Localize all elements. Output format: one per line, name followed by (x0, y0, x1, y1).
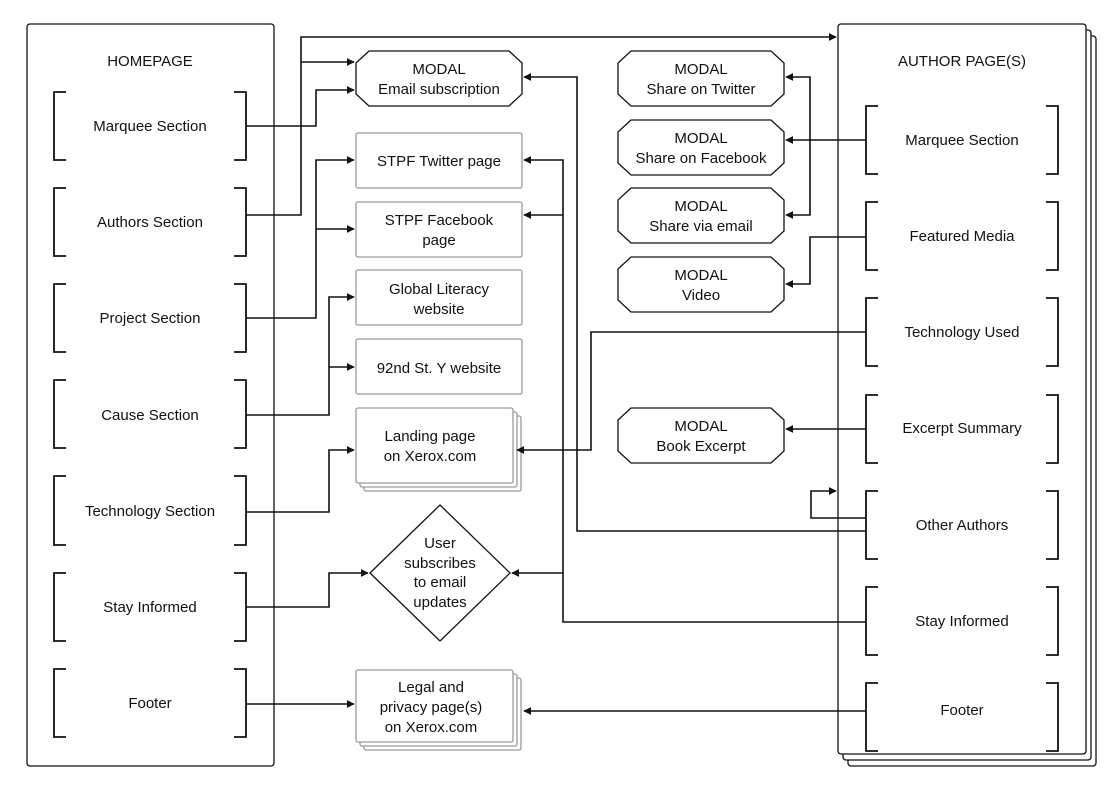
homepage-section-footer-label: Footer (128, 695, 171, 712)
homepage-section-technology: Technology Section (53, 475, 247, 546)
decision-user-subscribes: User subscribes to email updates (369, 504, 511, 642)
homepage-section-footer: Footer (53, 668, 247, 738)
author-section-technology-used-label: Technology Used (904, 324, 1019, 341)
modal-book-excerpt-line2: Book Excerpt (656, 438, 746, 455)
connector-author-technology-to-landing (516, 331, 866, 454)
connector-home-marquee-to-email-modal (246, 86, 355, 127)
author-page-title: AUTHOR PAGE(S) (898, 53, 1026, 70)
modal-share-email: MODAL Share via email (617, 187, 785, 244)
page-legal-privacy-line2: privacy page(s) (380, 699, 483, 716)
page-legal-privacy-line1: Legal and (398, 679, 464, 696)
homepage-section-marquee-label: Marquee Section (93, 118, 206, 135)
author-section-stay-informed-label: Stay Informed (915, 613, 1008, 630)
modal-video: MODAL Video (617, 256, 785, 313)
homepage-title: HOMEPAGE (107, 53, 193, 70)
decision-line4: updates (413, 594, 466, 611)
modal-share-email-line2: Share via email (649, 218, 752, 235)
modal-book-excerpt-line1: MODAL (674, 418, 727, 435)
connector-author-other-authors-to-email-modal (523, 73, 866, 532)
page-global-literacy: Global Literacy website (355, 269, 523, 326)
connector-home-project-to-social (246, 156, 355, 319)
connector-other-authors-self-loop (810, 487, 866, 519)
homepage-panel (26, 23, 275, 767)
modal-share-twitter-line1: MODAL (674, 61, 727, 78)
author-page-panel (837, 23, 1087, 755)
connector-author-stay-informed-to-social (523, 156, 866, 623)
modal-email-subscription: MODAL Email subscription (355, 50, 523, 107)
homepage-section-cause: Cause Section (53, 379, 247, 449)
connector-home-to-author-pages (300, 33, 837, 126)
modal-video-line1: MODAL (674, 267, 727, 284)
page-global-literacy-line1: Global Literacy (389, 281, 490, 298)
connector-author-featured-media-to-video (785, 236, 866, 288)
connector-share-bus-to-twitter-modal (785, 73, 811, 140)
author-section-footer-label: Footer (940, 702, 983, 719)
modal-share-facebook: MODAL Share on Facebook (617, 119, 785, 176)
homepage-section-authors: Authors Section (53, 187, 247, 257)
author-section-excerpt-summary-label: Excerpt Summary (902, 420, 1022, 437)
page-legal-privacy: Legal and privacy page(s) on Xerox.com (355, 669, 522, 751)
modal-video-line2: Video (682, 287, 720, 304)
modal-share-facebook-line1: MODAL (674, 130, 727, 147)
decision-line3: to email (414, 574, 467, 591)
connector-home-technology-to-landing (246, 446, 355, 513)
modal-book-excerpt: MODAL Book Excerpt (617, 407, 785, 464)
homepage-section-project: Project Section (53, 283, 247, 353)
author-section-marquee: Marquee Section (865, 105, 1059, 175)
decision-line1: User (424, 535, 456, 552)
page-landing-xerox-line1: Landing page (385, 428, 476, 445)
homepage-section-technology-label: Technology Section (85, 503, 215, 520)
modal-email-subscription-line2: Email subscription (378, 81, 500, 98)
decision-line2: subscribes (404, 555, 476, 572)
author-section-marquee-label: Marquee Section (905, 132, 1018, 149)
homepage-section-authors-label: Authors Section (97, 214, 203, 231)
page-92nd-st-y-line1: 92nd St. Y website (377, 360, 502, 377)
homepage-section-project-label: Project Section (100, 310, 201, 327)
page-landing-xerox: Landing page on Xerox.com (355, 407, 522, 492)
page-global-literacy-line2: website (413, 301, 465, 318)
author-section-other-authors-label: Other Authors (916, 517, 1009, 534)
author-section-stay-informed: Stay Informed (865, 586, 1059, 656)
modal-share-email-line1: MODAL (674, 198, 727, 215)
author-section-featured-media-label: Featured Media (909, 228, 1015, 245)
author-section-excerpt-summary: Excerpt Summary (865, 394, 1059, 464)
page-stpf-facebook-line2: page (422, 232, 455, 249)
modal-share-facebook-line2: Share on Facebook (636, 150, 767, 167)
page-legal-privacy-line3: on Xerox.com (385, 719, 478, 736)
page-landing-xerox-line2: on Xerox.com (384, 448, 477, 465)
modal-email-subscription-line1: MODAL (412, 61, 465, 78)
homepage-section-stay-informed-label: Stay Informed (103, 599, 196, 616)
homepage-section-cause-label: Cause Section (101, 407, 199, 424)
author-section-featured-media: Featured Media (865, 201, 1059, 271)
page-92nd-st-y: 92nd St. Y website (355, 338, 523, 395)
modal-share-twitter-line2: Share on Twitter (647, 81, 756, 98)
homepage-section-marquee: Marquee Section (53, 91, 247, 161)
connector-home-authors (246, 126, 302, 216)
connector-share-bus-to-email-modal (785, 140, 811, 219)
page-stpf-twitter-line1: STPF Twitter page (377, 153, 501, 170)
author-section-technology-used: Technology Used (865, 297, 1059, 367)
page-stpf-twitter: STPF Twitter page (355, 132, 523, 189)
author-section-other-authors: Other Authors (865, 490, 1059, 560)
page-stpf-facebook-line1: STPF Facebook (385, 212, 494, 229)
connector-home-stay-informed-to-decision (246, 569, 369, 608)
page-stpf-facebook: STPF Facebook page (355, 201, 523, 258)
connector-home-cause-to-partners (246, 293, 355, 416)
author-section-footer: Footer (865, 682, 1059, 752)
modal-share-twitter: MODAL Share on Twitter (617, 50, 785, 107)
